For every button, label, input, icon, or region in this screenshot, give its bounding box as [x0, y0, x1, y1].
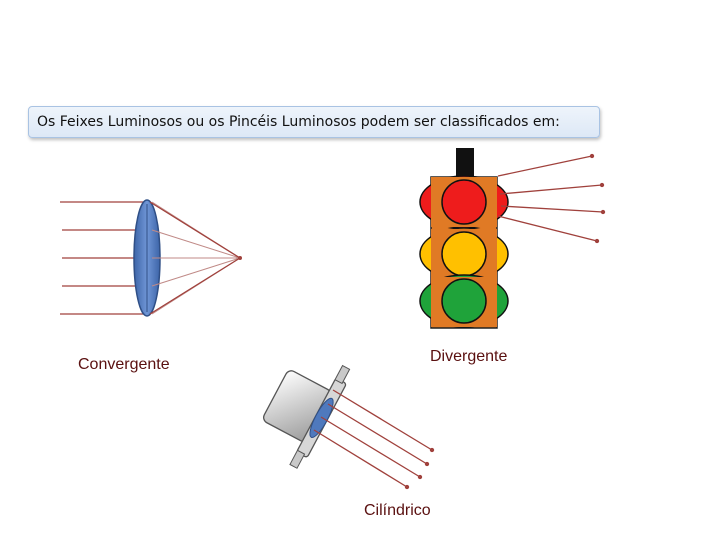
label-cylindrical: Cilíndrico: [364, 502, 431, 519]
focal-point: [238, 256, 242, 260]
title-text: Os Feixes Luminosos ou os Pincéis Lumino…: [37, 114, 560, 130]
traffic-light-pole: [456, 148, 474, 178]
red-lamp: [419, 175, 509, 229]
traffic-light: [419, 148, 509, 329]
yellow-lamp: [419, 227, 509, 281]
converging-rays: [149, 201, 241, 315]
title-banner: Os Feixes Luminosos ou os Pincéis Lumino…: [28, 106, 600, 138]
diverging-rays: [497, 153, 606, 244]
label-divergent: Divergente: [430, 348, 508, 365]
green-lamp: [419, 274, 509, 328]
label-convergent: Convergente: [78, 356, 170, 373]
convergent-diagram: [60, 199, 242, 317]
flashlight: [263, 364, 351, 469]
parallel-rays: [313, 389, 435, 490]
